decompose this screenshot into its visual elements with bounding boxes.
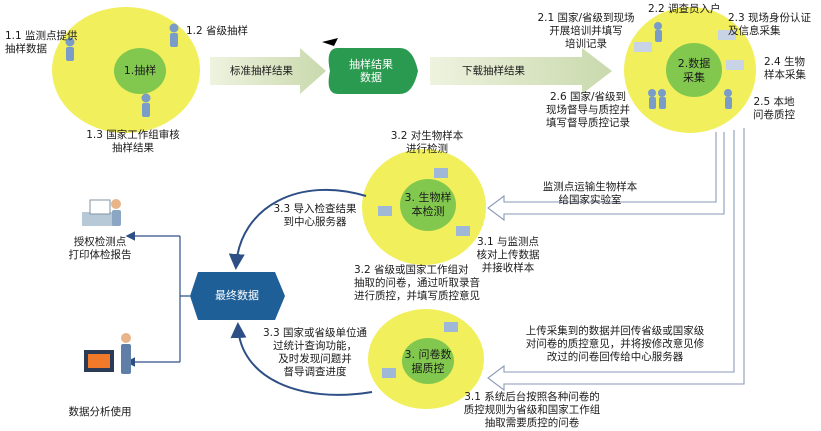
- transport-label: 监测点运输生物样本 给国家实验室: [542, 181, 638, 206]
- step-2-5-label: 2.5 本地 问卷质控: [753, 96, 795, 121]
- sample-result-data-box: [328, 48, 418, 94]
- step-2-6-label: 2.6 国家/省级到 现场督导与质控并 填写督导质控记录: [546, 91, 630, 129]
- analysis-label: 数据分析使用: [68, 406, 132, 418]
- bio-step-3-3-label: 3.3 导入检查结果 到中心服务器: [273, 203, 357, 228]
- quest-to-final-curve: [230, 322, 373, 396]
- step-2-3-label: 2.3 现场身份认证 及信息采集: [728, 12, 812, 37]
- sampling-circle: [52, 7, 200, 133]
- interviewer-icons: [648, 22, 732, 109]
- standard-result-label: 标准抽样结果: [230, 65, 293, 77]
- quest-step-3-2-label: 3.2 省级或国家工作组对 抽取的问卷，通过听取录音 进行质控，并填写质控意见: [354, 264, 480, 302]
- bio-step-3-1-label: 3.1 与监测点 核对上传数据 并接收样本: [476, 236, 540, 274]
- collection-label: 2.数据 采集: [677, 57, 711, 84]
- step-1-1-label: 1.1 监测点提供 抽样数据: [5, 30, 78, 55]
- step-2-4-label: 2.4 生物 样本采集: [764, 56, 806, 81]
- step-2-2-label: 2.2 调查员入户: [648, 3, 721, 15]
- step-2-1-label: 2.1 国家/省级到现场 开展培训并填写 培训记录: [537, 12, 635, 50]
- person-icon: [65, 23, 179, 117]
- step-1-2-label: 1.2 省级抽样: [186, 25, 249, 37]
- final-data-box: [190, 272, 285, 320]
- bracket-line: [179, 236, 190, 362]
- quest-step-3-3-label: 3.3 国家或省级单位通 过统计查询功能， 及时发现问题并 督导调查进度: [262, 327, 368, 378]
- bio-test-circle: [362, 149, 486, 265]
- transport-arrow: [487, 132, 725, 222]
- data-analysis-icon: [84, 333, 131, 374]
- sample-result-data-label: 抽样结果 数据: [349, 58, 393, 84]
- upload-label: 上传采集到的数据并回传省级或国家级 对问卷的质控意见，并将按修改意见修 改过的问…: [525, 325, 705, 363]
- download-result-label: 下载抽样结果: [462, 65, 525, 77]
- bio-test-label: 3. 生物样 本检测: [404, 191, 452, 218]
- standard-result-arrow: [210, 48, 326, 94]
- sampling-label: 1.抽样: [123, 64, 157, 77]
- step-1-3-label: 1.3 国家工作组审核 抽样结果: [86, 129, 180, 154]
- bio-step-3-2-label: 3.2 对生物样本 进行检测: [390, 130, 464, 155]
- questionnaire-qc-circle: [368, 309, 484, 409]
- upload-arrow: [487, 128, 745, 392]
- download-result-arrow: [430, 48, 612, 94]
- final-data-label: 最终数据: [215, 289, 259, 302]
- questionnaire-qc-label: 3. 问卷数 据质控: [404, 348, 452, 375]
- desk-icons: [378, 30, 744, 378]
- sample-box-tab-icon: [322, 38, 338, 46]
- quest-step-3-1-label: 3.1 系统后台按照各种问卷的 质控规则为省级和国家工作组 抽取需要质控的问卷: [463, 391, 601, 429]
- bio-to-final-curve: [228, 188, 367, 270]
- report-printing-icon: [82, 199, 121, 226]
- print-report-label: 授权检测点 打印体检报告: [68, 236, 132, 261]
